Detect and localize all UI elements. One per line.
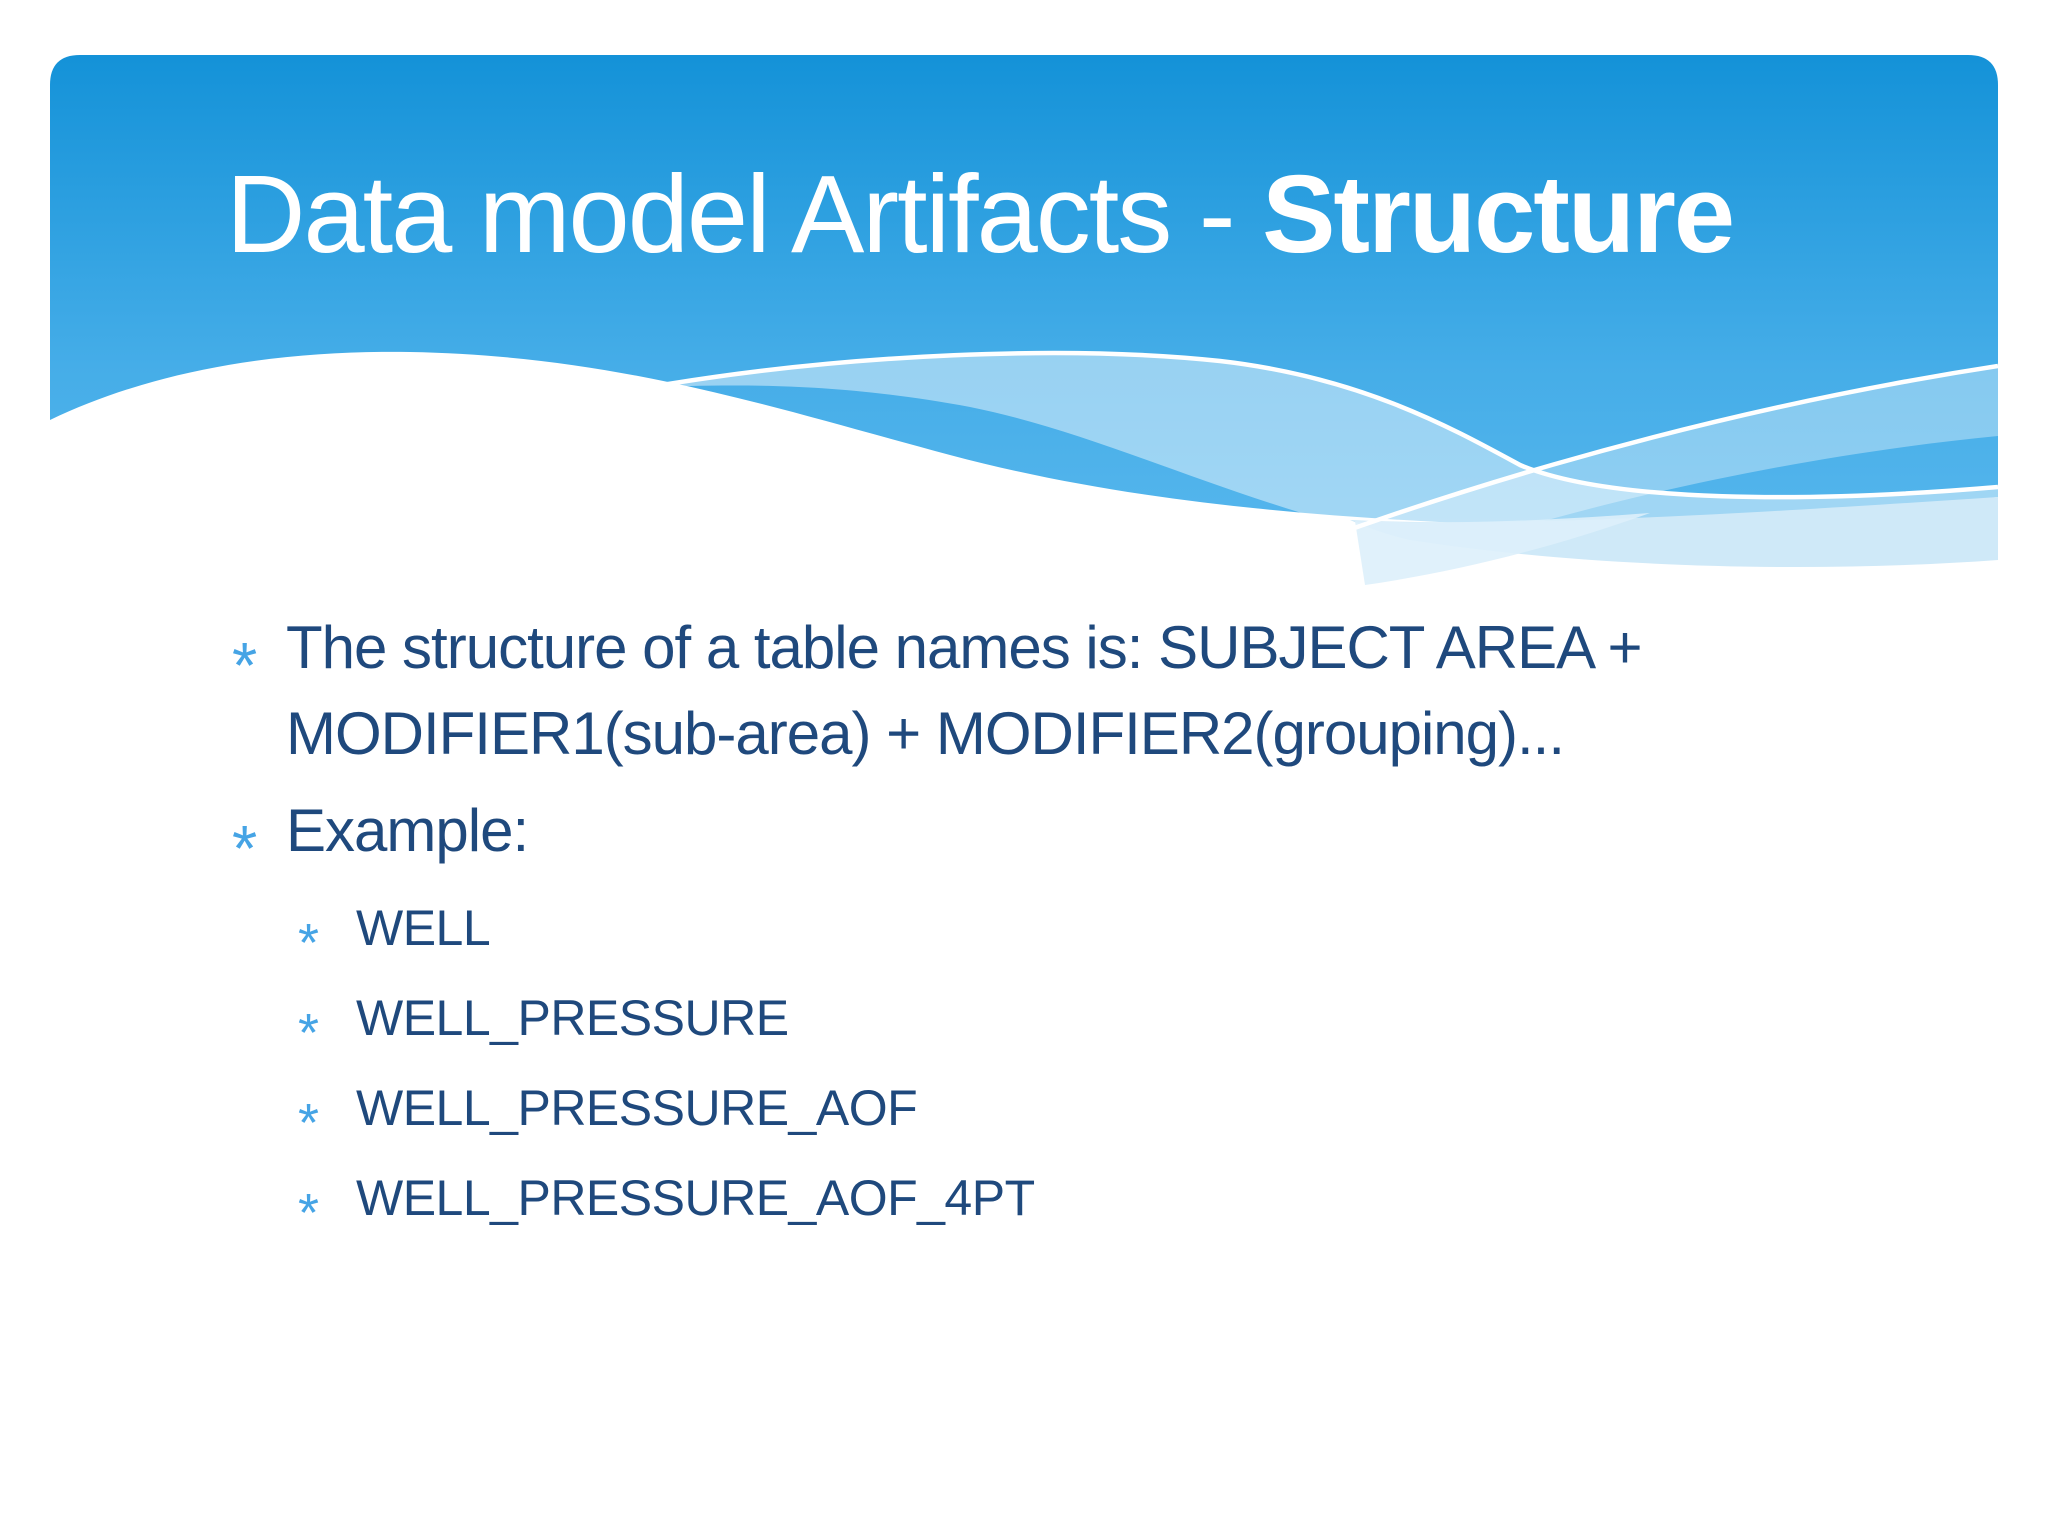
sub-bullet-well-pressure-aof-text: WELL_PRESSURE_AOF xyxy=(356,1080,918,1136)
slide-title-regular: Data model Artifacts - xyxy=(226,153,1263,276)
asterisk-bullet-icon: * xyxy=(298,1093,319,1154)
sub-bullet-well-pressure-aof: * WELL_PRESSURE_AOF xyxy=(298,1063,1798,1153)
slide-title: Data model Artifacts - Structure xyxy=(226,160,1735,270)
wave-line-ascending xyxy=(1189,363,1998,593)
bullet-structure-text: The structure of a table names is: SUBJE… xyxy=(286,614,1643,767)
ribbon-tail-b xyxy=(1355,513,1650,585)
asterisk-bullet-icon: * xyxy=(232,812,257,886)
asterisk-bullet-icon: * xyxy=(232,629,257,703)
asterisk-bullet-icon: * xyxy=(298,913,319,974)
sub-bullet-well-pressure: * WELL_PRESSURE xyxy=(298,973,1798,1063)
slide-title-bold: Structure xyxy=(1262,153,1735,276)
sub-bullet-well-pressure-text: WELL_PRESSURE xyxy=(356,990,789,1046)
white-wave xyxy=(50,351,1998,675)
bullet-example: * Example: xyxy=(232,788,1912,886)
asterisk-bullet-icon: * xyxy=(298,1183,319,1244)
sub-bullet-well: * WELL xyxy=(298,883,1798,973)
sub-bullet-well-pressure-aof-4pt: * WELL_PRESSURE_AOF_4PT xyxy=(298,1153,1798,1243)
header-wave-art xyxy=(50,55,1998,675)
bullet-example-text: Example: xyxy=(286,797,529,864)
asterisk-bullet-icon: * xyxy=(298,1003,319,1064)
bullet-structure: * The structure of a table names is: SUB… xyxy=(232,605,1912,777)
sub-bullet-well-text: WELL xyxy=(356,900,491,956)
ribbon-a xyxy=(650,353,1998,568)
wave-line-descending xyxy=(649,350,1998,500)
sub-bullet-well-pressure-aof-4pt-text: WELL_PRESSURE_AOF_4PT xyxy=(356,1170,1035,1226)
